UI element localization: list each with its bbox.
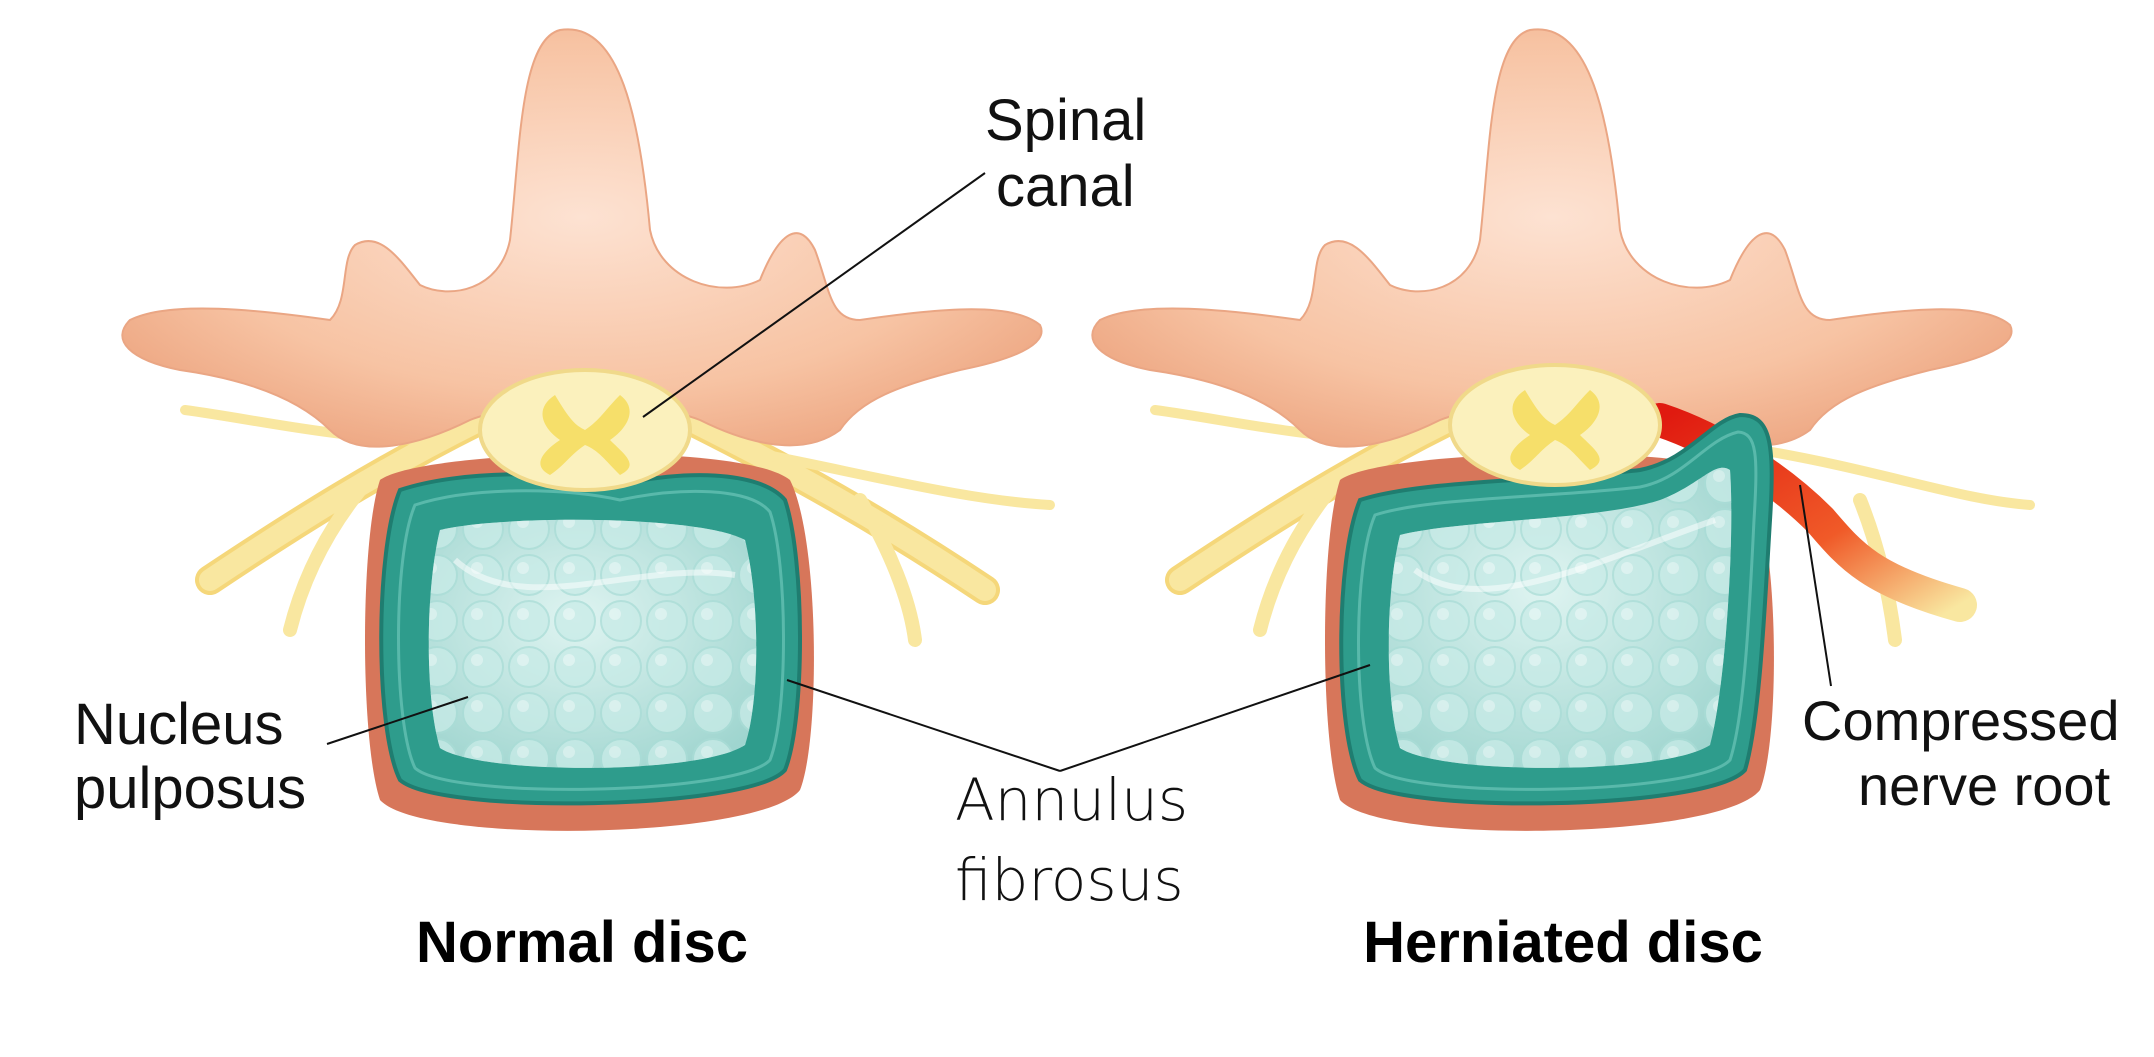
title-herniated-disc: Herniated disc bbox=[1363, 910, 1763, 975]
spinal-cord-normal bbox=[478, 368, 692, 492]
label-nucleus-2: pulposus bbox=[74, 756, 306, 821]
label-annulus-2: fibrosus bbox=[955, 846, 1184, 914]
label-compressed-nerve-2: nerve root bbox=[1858, 754, 2111, 817]
normal-disc-illustration bbox=[121, 28, 1055, 831]
label-spinal-canal-2: canal bbox=[996, 154, 1135, 219]
leader-nucleus bbox=[326, 696, 469, 745]
label-nucleus-1: Nucleus bbox=[74, 692, 284, 757]
leader-compressed-nerve bbox=[1799, 484, 1832, 687]
label-annulus-1: Annulus bbox=[955, 766, 1188, 834]
label-compressed-nerve-1: Compressed bbox=[1802, 689, 2119, 752]
spinal-cord-herniated bbox=[1448, 363, 1662, 487]
leader-annulus-right bbox=[1059, 664, 1371, 772]
label-spinal-canal-1: Spinal bbox=[985, 88, 1146, 153]
herniated-disc-illustration bbox=[1091, 28, 2035, 831]
leader-spinal-canal bbox=[642, 172, 986, 418]
leader-annulus-left bbox=[786, 679, 1061, 772]
title-normal-disc: Normal disc bbox=[416, 910, 748, 975]
nerve-roots-left bbox=[180, 405, 1055, 647]
